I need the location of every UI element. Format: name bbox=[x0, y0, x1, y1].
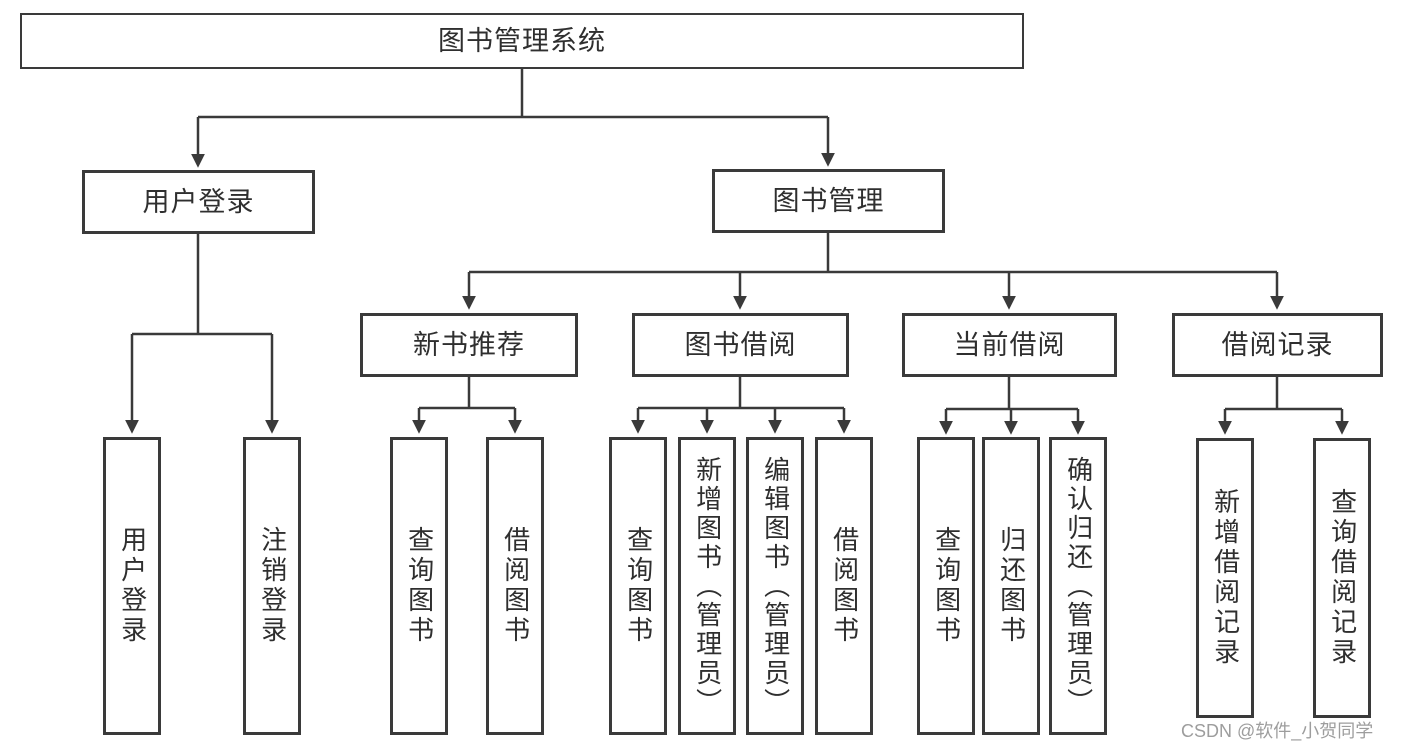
leaf-confirm-return-admin: 确认归还（管理员） bbox=[1049, 437, 1107, 735]
watermark: CSDN @软件_小贺同学 bbox=[1181, 721, 1374, 741]
leaf-return-book: 归还图书 bbox=[982, 437, 1040, 735]
leaf-query-borrow-record: 查询借阅记录 bbox=[1313, 438, 1371, 718]
leaf-add-book-admin: 新增图书（管理员） bbox=[678, 437, 736, 735]
node-library-management-system: 图书管理系统 bbox=[20, 13, 1024, 69]
node-new-book-recommend: 新书推荐 bbox=[360, 313, 578, 377]
leaf-query-books-borrow: 查询图书 bbox=[609, 437, 667, 735]
leaf-edit-book-admin: 编辑图书（管理员） bbox=[746, 437, 804, 735]
leaf-logout: 注销登录 bbox=[243, 437, 301, 735]
node-book-management: 图书管理 bbox=[712, 169, 945, 233]
leaf-query-books-current: 查询图书 bbox=[917, 437, 975, 735]
node-current-borrow: 当前借阅 bbox=[902, 313, 1117, 377]
leaf-user-login: 用户登录 bbox=[103, 437, 161, 735]
leaf-borrow-books: 借阅图书 bbox=[815, 437, 873, 735]
node-book-borrow: 图书借阅 bbox=[632, 313, 849, 377]
leaf-query-books-recommend: 查询图书 bbox=[390, 437, 448, 735]
node-borrow-records: 借阅记录 bbox=[1172, 313, 1383, 377]
node-user-login: 用户登录 bbox=[82, 170, 315, 234]
leaf-add-borrow-record: 新增借阅记录 bbox=[1196, 438, 1254, 718]
leaf-borrow-books-recommend: 借阅图书 bbox=[486, 437, 544, 735]
